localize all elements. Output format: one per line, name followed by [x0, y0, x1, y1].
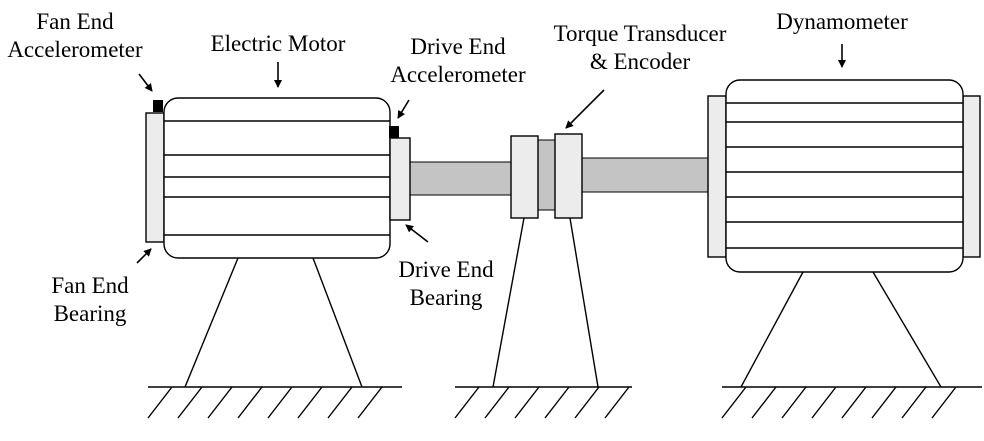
fan-end-bearing	[145, 112, 165, 243]
dynamometer-ground	[721, 386, 982, 419]
fan-end-accelerometer-sensor	[153, 100, 163, 112]
fan-end-accelerometer-arrow	[138, 73, 153, 92]
drive-end-accelerometer-arrow	[397, 99, 410, 119]
coupling-shaft	[537, 139, 557, 211]
label-drive-end-accelerometer: Drive End Accelerometer	[390, 34, 526, 87]
label-fan-end-accelerometer: Fan End Accelerometer	[7, 9, 143, 62]
dynamometer-stand	[740, 271, 942, 388]
drive-end-accelerometer-sensor	[389, 126, 399, 138]
drive-end-bearing	[389, 137, 411, 221]
label-dynamometer: Dynamometer	[776, 9, 908, 34]
motor-shaft	[409, 161, 513, 196]
electric-motor	[163, 97, 391, 259]
dynamometer	[725, 79, 964, 273]
transducer-stand	[492, 217, 599, 388]
torque-transducer-left-flange	[510, 135, 539, 219]
drive-end-bearing-arrow	[405, 224, 429, 243]
motor-fins	[164, 120, 390, 236]
label-torque-transducer-encoder: Torque Transducer & Encoder	[553, 21, 727, 74]
torque-transducer-right-flange	[554, 133, 583, 219]
transducer-ground	[454, 386, 632, 419]
label-electric-motor: Electric Motor	[210, 31, 346, 56]
motor-ground	[147, 386, 402, 419]
dynamometer-fins	[726, 102, 963, 249]
label-fan-end-bearing: Fan End Bearing	[51, 273, 129, 326]
dynamometer-right-end-cap	[962, 95, 981, 258]
torque-transducer-arrow	[565, 89, 605, 129]
dynamometer-left-end-cap	[707, 95, 727, 258]
label-drive-end-bearing: Drive End Bearing	[398, 257, 494, 310]
fan-end-bearing-arrow	[136, 248, 152, 264]
dynamometer-shaft	[581, 157, 709, 193]
motor-stand	[184, 257, 363, 388]
